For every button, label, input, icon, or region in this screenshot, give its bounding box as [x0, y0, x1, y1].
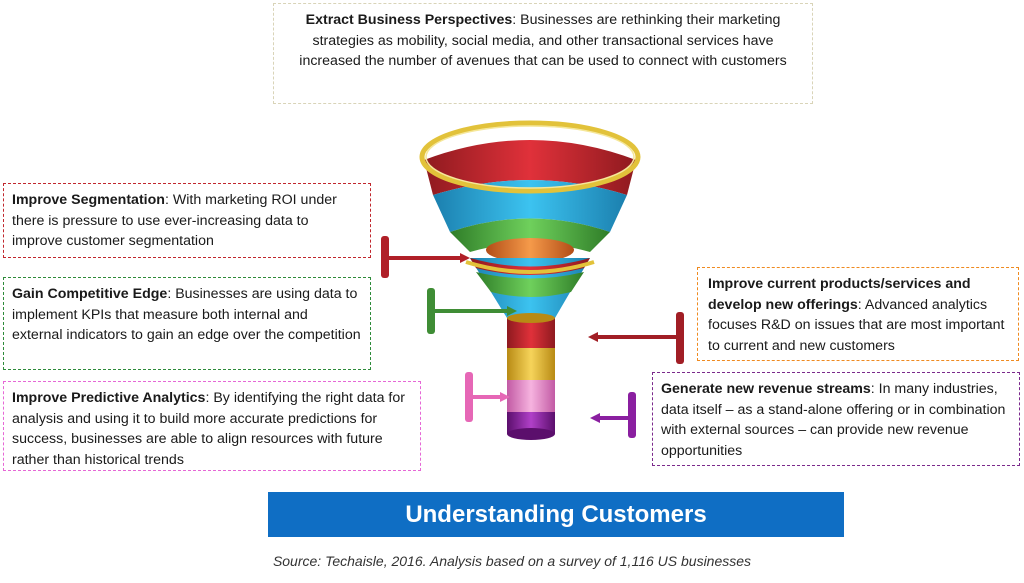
revenue-body: : In many industries, data itself – as a… [661, 381, 1006, 459]
funnel-tube [507, 313, 555, 440]
competitive-title: Gain Competitive Edge [12, 286, 168, 302]
arrow-green [427, 288, 517, 334]
extract-body: : Businesses are rethinking their market… [299, 12, 787, 69]
products-title: Improve current products/services and de… [708, 276, 971, 313]
competitive-body: : Businesses are using data to implement… [12, 286, 361, 343]
source-caption: Source: Techaisle, 2016. Analysis based … [272, 553, 752, 569]
revenue-title: Generate new revenue streams [661, 381, 871, 397]
extract-title: Extract Business Perspectives [305, 12, 513, 28]
arrow-purple [590, 392, 636, 438]
arrow-red [381, 236, 470, 278]
funnel-rim [419, 120, 641, 194]
segmentation-body: : With marketing ROI under there is pres… [12, 192, 337, 249]
segmentation-title: Improve Segmentation [12, 192, 165, 208]
tube-bottom [507, 428, 555, 440]
arrow-pink [465, 372, 510, 422]
extract-perspectives-box: Extract Business Perspectives: Businesse… [273, 3, 813, 104]
predictive-title: Improve Predictive Analytics [12, 390, 206, 406]
understanding-customers-banner: Understanding Customers [268, 492, 844, 537]
products-services-box: Improve current products/services and de… [697, 267, 1019, 361]
funnel-cone [419, 120, 641, 318]
funnel-throat-orange [486, 238, 574, 262]
funnel-yellow-ring [465, 260, 595, 274]
products-body: : Advanced analytics focuses R&D on issu… [708, 296, 1005, 354]
predictive-body: : By identifying the right data for anal… [12, 390, 405, 468]
funnel-band-green [450, 218, 610, 252]
tube-band-purple [507, 412, 555, 434]
funnel-band-cyan [433, 180, 627, 232]
tube-top [507, 313, 555, 323]
predictive-analytics-box: Improve Predictive Analytics: By identif… [3, 381, 421, 471]
funnel-band-red [424, 140, 636, 195]
funnel-rim-inner [425, 125, 635, 189]
funnel-lower-cone-green [476, 272, 584, 297]
segmentation-box: Improve Segmentation: With marketing ROI… [3, 183, 371, 258]
arrow-darkred [588, 312, 684, 364]
tube-band-pink [507, 380, 555, 412]
revenue-streams-box: Generate new revenue streams: In many in… [652, 372, 1020, 466]
competitive-edge-box: Gain Competitive Edge: Businesses are us… [3, 277, 371, 370]
tube-band-yellow [507, 348, 555, 380]
